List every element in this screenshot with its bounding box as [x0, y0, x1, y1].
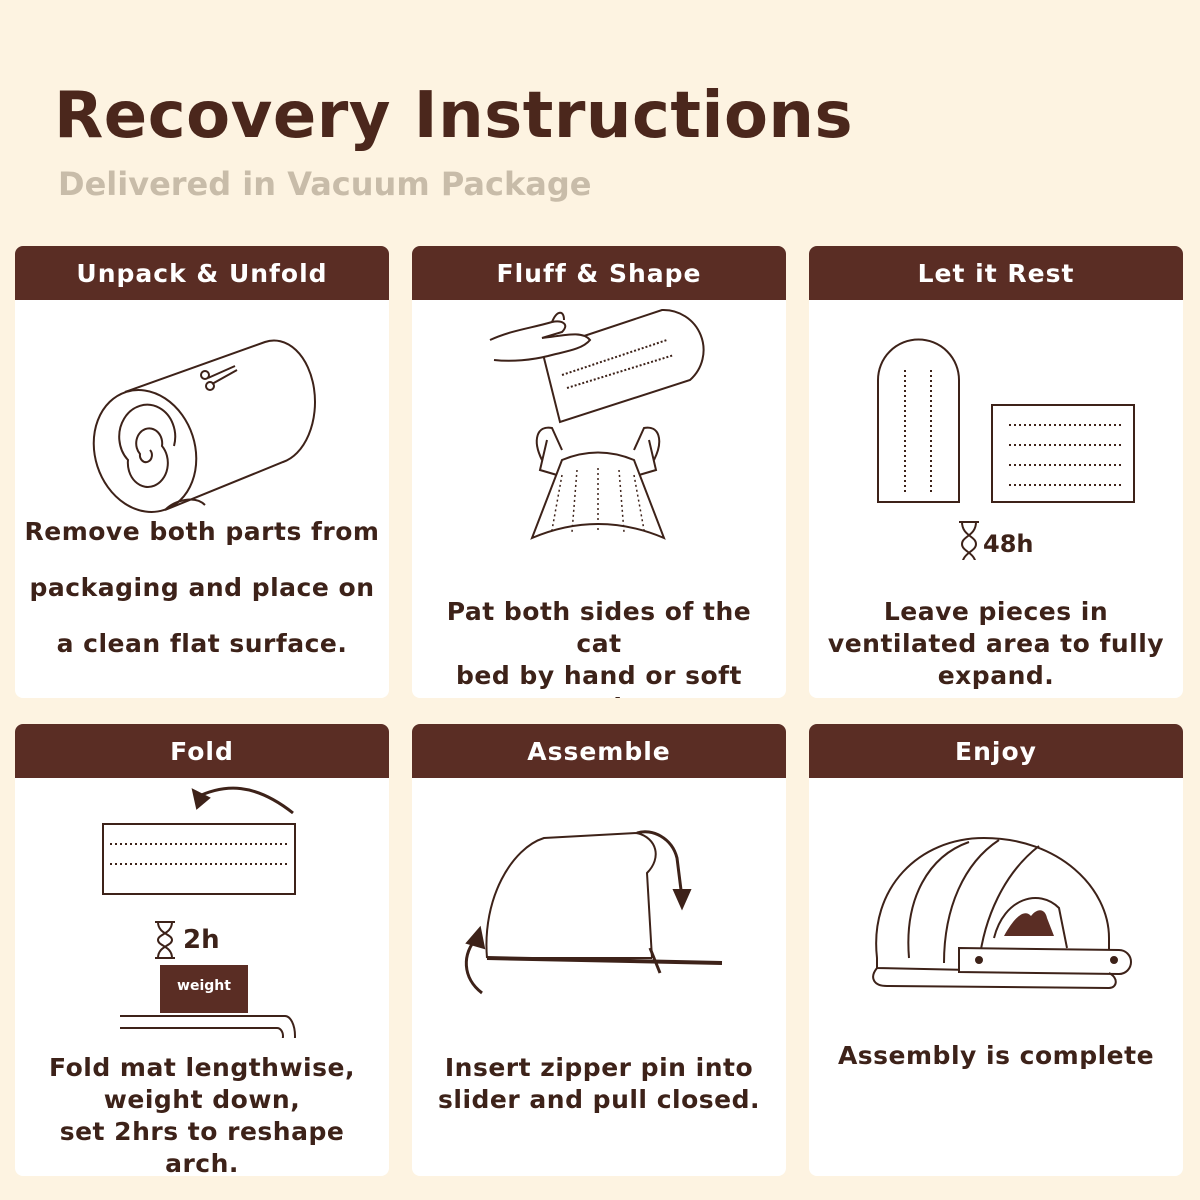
step-description: Fold mat lengthwise, weight down, set 2h…	[23, 1052, 381, 1176]
weight-label: weight	[177, 978, 231, 994]
step-description: Leave pieces in ventilated area to fully…	[817, 596, 1175, 692]
step-line: Pat both sides of the cat	[446, 597, 752, 658]
arch-zipper-arrows-icon	[412, 778, 786, 1038]
step-description: Remove both parts from packaging and pla…	[23, 504, 381, 672]
step-line: set 2hrs to reshape arch.	[59, 1117, 345, 1176]
folded-mat-with-weight-icon: 2h weight	[15, 778, 389, 1038]
step-line: bed by hand or soft tool.	[455, 661, 742, 698]
step-line: Fold mat lengthwise,	[49, 1053, 355, 1082]
step-line: slider and pull closed.	[438, 1085, 760, 1114]
step-card-rest: Let it Rest 48h Leave pieces in ventilat…	[809, 246, 1183, 698]
duration-badge: 2h	[183, 925, 220, 955]
step-card-fluff: Fluff & Shape Pat both sides of the cat …	[412, 246, 786, 698]
two-pieces-hourglass-icon: 48h	[809, 300, 1183, 560]
step-description: Insert zipper pin into slider and pull c…	[420, 1052, 778, 1116]
step-card-unpack: Unpack & Unfold Remove both parts from p…	[15, 246, 389, 698]
step-header: Let it Rest	[809, 246, 1183, 300]
step-header: Fold	[15, 724, 389, 778]
step-card-fold: Fold 2h weight Fold mat lengthwise, weig…	[15, 724, 389, 1176]
step-line: Insert zipper pin into	[444, 1053, 754, 1082]
step-line: Assembly is complete	[837, 1041, 1155, 1070]
step-description: Assembly is complete	[817, 1038, 1175, 1074]
duration-badge: 48h	[983, 530, 1034, 558]
assembled-cat-bed-icon	[809, 778, 1183, 1038]
step-header: Assemble	[412, 724, 786, 778]
step-header: Fluff & Shape	[412, 246, 786, 300]
step-card-assemble: Assemble Insert zipper pin into slider a…	[412, 724, 786, 1176]
step-line: expand.	[937, 661, 1055, 690]
step-line: packaging and place on	[29, 573, 375, 602]
rolled-mat-with-scissors-icon	[15, 300, 389, 560]
step-line: a clean flat surface.	[56, 629, 348, 658]
step-line: Leave pieces in	[883, 597, 1109, 626]
page-title: Recovery Instructions	[54, 79, 854, 153]
page-subtitle: Delivered in Vacuum Package	[58, 165, 592, 203]
step-line: weight down,	[103, 1085, 301, 1114]
step-card-enjoy: Enjoy Assembly is complete	[809, 724, 1183, 1176]
step-line: Remove both parts from	[24, 517, 380, 546]
step-description: Pat both sides of the cat bed by hand or…	[420, 596, 778, 698]
step-header: Unpack & Unfold	[15, 246, 389, 300]
step-line: ventilated area to fully	[827, 629, 1165, 658]
hands-patting-cushion-icon	[412, 300, 786, 560]
step-header: Enjoy	[809, 724, 1183, 778]
